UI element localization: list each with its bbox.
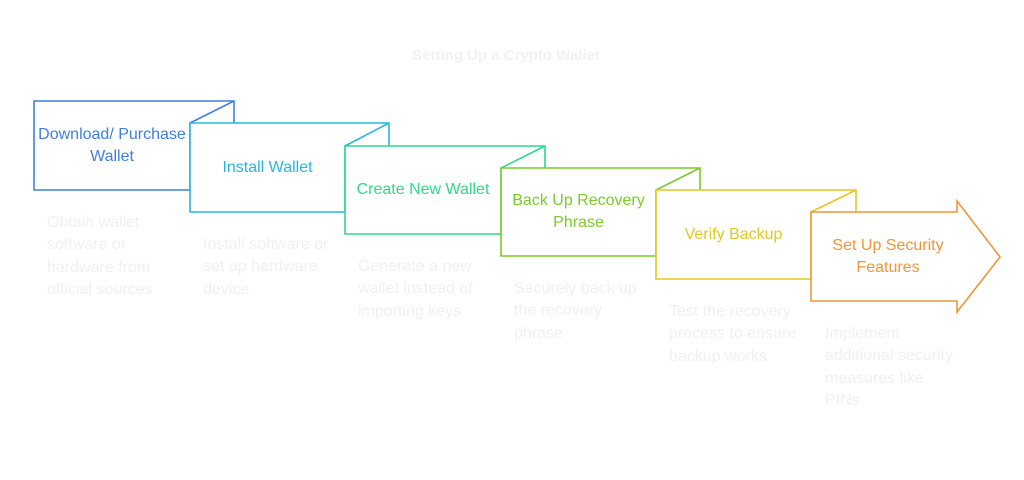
step-1-description: Obtain wallet software or hardware from … (47, 214, 153, 298)
step-6-arrow-shape (810, 198, 1002, 315)
step-3-label: Create New Wallet (356, 181, 490, 198)
step-3-description: Generate a new wallet instead of importi… (358, 258, 473, 320)
step-6-label: Set Up Security Features (832, 236, 944, 276)
diagram-title: Setting Up a Crypto Wallet (412, 47, 600, 64)
step-1-label: Download/ Purchase Wallet (38, 125, 186, 165)
step-6-description: Implement additional security measures l… (825, 325, 954, 409)
step-2-label: Install Wallet (222, 158, 313, 176)
step-2-description: Install software or set up hardware devi… (203, 236, 329, 298)
step-4-label: Back Up Recovery Phrase (512, 192, 645, 231)
step-5-label: Verify Backup (684, 225, 783, 243)
step-5-description: Test the recovery process to ensure back… (669, 303, 797, 365)
step-4-description: Securely back up the recovery phrase (514, 280, 637, 342)
